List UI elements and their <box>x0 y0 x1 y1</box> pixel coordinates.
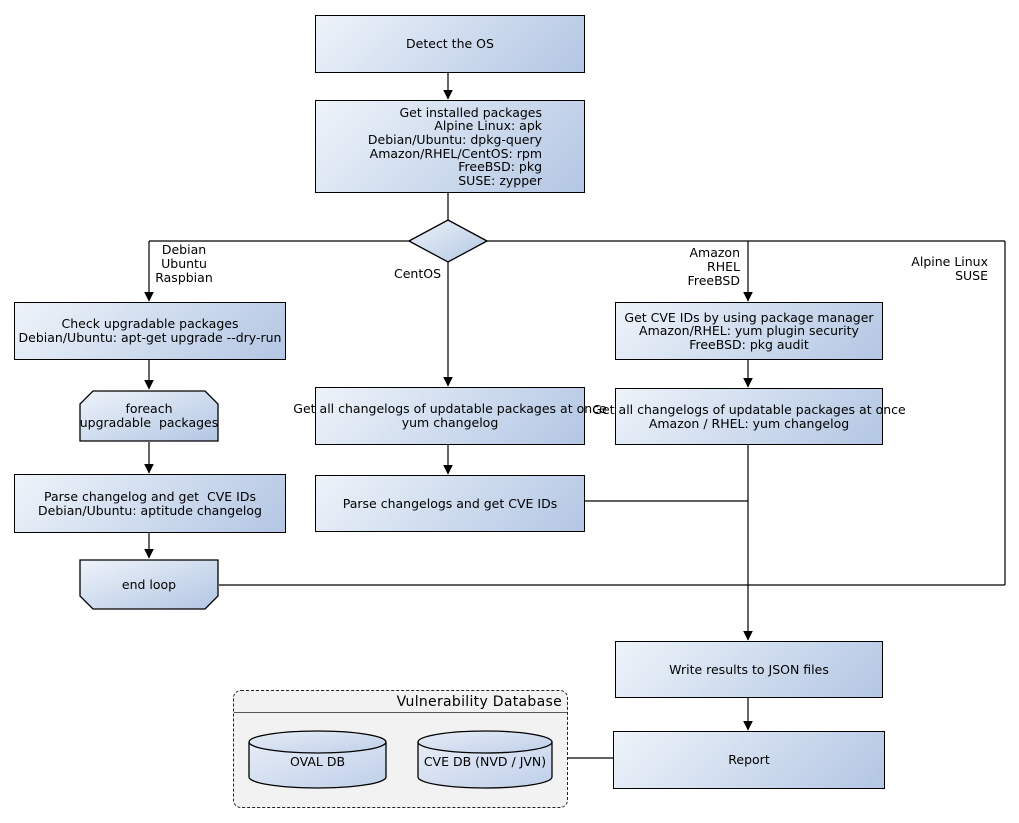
branch-label-alpine: Alpine Linux SUSE <box>911 254 988 283</box>
node-check-upgradable: Check upgradable packages Debian/Ubuntu:… <box>14 302 286 360</box>
foreach-loop-label-box: foreach upgradable packages <box>79 390 219 442</box>
node-get-installed-packages: Get installed packages Alpine Linux: apk… <box>315 100 585 193</box>
node-parse-changelogs-yum: Parse changelogs and get CVE IDs <box>315 475 585 532</box>
branch-label-debian: Debian Ubuntu Raspbian <box>155 242 213 285</box>
node-get-cve-ids-pkg-manager-label: Get CVE IDs by using package manager Ama… <box>624 309 874 352</box>
node-parse-changelog-debian: Parse changelog and get CVE IDs Debian/U… <box>14 474 286 533</box>
cve-db-label: CVE DB (NVD / JVN) <box>423 754 547 769</box>
end-loop-label: end loop <box>121 576 177 592</box>
node-get-changelogs-amazon-label: Get all changelogs of updatable packages… <box>592 401 906 431</box>
branch-label-centos: CentOS <box>393 266 441 281</box>
end-loop-label-box: end loop <box>79 559 219 610</box>
oval-db-label: OVAL DB <box>289 754 346 769</box>
node-detect-os: Detect the OS <box>315 15 585 73</box>
decision-diamond <box>408 219 488 263</box>
node-parse-changelogs-yum-label: Parse changelogs and get CVE IDs <box>342 495 558 511</box>
node-parse-changelog-debian-label: Parse changelog and get CVE IDs Debian/U… <box>38 488 262 518</box>
node-check-upgradable-label: Check upgradable packages Debian/Ubuntu:… <box>18 316 282 345</box>
node-get-installed-packages-label: Get installed packages Alpine Linux: apk… <box>367 104 542 188</box>
branch-label-amazon: Amazon RHEL FreeBSD <box>687 245 740 288</box>
node-get-changelogs-yum: Get all changelogs of updatable packages… <box>293 387 607 445</box>
vulnerability-database-title: Vulnerability Database <box>234 691 567 713</box>
foreach-loop-shape <box>79 390 219 442</box>
node-get-changelogs-amazon: Get all changelogs of updatable packages… <box>592 388 906 445</box>
node-write-results: Write results to JSON files <box>615 641 883 698</box>
oval-db-cylinder <box>248 730 387 789</box>
node-report: Report <box>613 731 885 789</box>
cve-db-cylinder <box>417 730 553 789</box>
node-get-changelogs-yum-label: Get all changelogs of updatable packages… <box>293 401 607 430</box>
foreach-loop-label: foreach upgradable packages <box>79 401 219 430</box>
node-detect-os-label: Detect the OS <box>406 36 494 52</box>
node-get-cve-ids-pkg-manager: Get CVE IDs by using package manager Ama… <box>615 302 883 360</box>
node-write-results-label: Write results to JSON files <box>669 661 829 677</box>
node-report-label: Report <box>728 752 770 768</box>
end-loop-shape <box>79 559 219 610</box>
